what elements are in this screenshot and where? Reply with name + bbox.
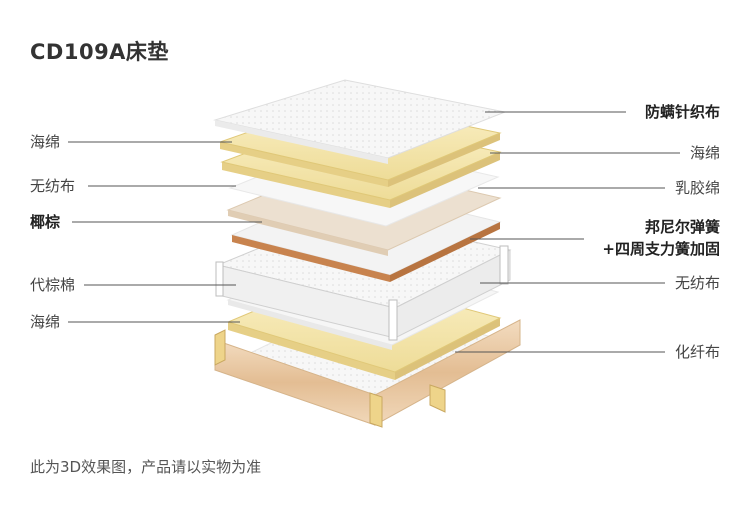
label-anti-mite-fabric: 防螨针织布	[644, 103, 720, 121]
page-title: CD109A床垫	[30, 40, 169, 64]
label-substitute-coir-cotton: 代棕棉	[30, 276, 76, 294]
label-nonwoven-1: 无纺布	[30, 177, 76, 195]
leader-lines-right	[455, 111, 680, 353]
label-sponge-2: 海绵	[30, 313, 61, 331]
label-nonwoven-right: 无纺布	[674, 274, 720, 292]
label-sponge-1: 海绵	[30, 133, 61, 151]
label-sponge-right: 海绵	[689, 144, 720, 162]
label-polyester-fabric: 化纤布	[674, 343, 720, 361]
disclaimer-note: 此为3D效果图，产品请以实物为准	[30, 458, 262, 476]
label-latex: 乳胶绵	[674, 179, 720, 197]
label-perimeter-support: +四周支力簧加固	[602, 240, 720, 258]
leader-lines-left	[68, 141, 262, 323]
label-bonnell-spring: 邦尼尔弹簧	[644, 218, 720, 236]
label-coir: 椰棕	[30, 213, 61, 231]
